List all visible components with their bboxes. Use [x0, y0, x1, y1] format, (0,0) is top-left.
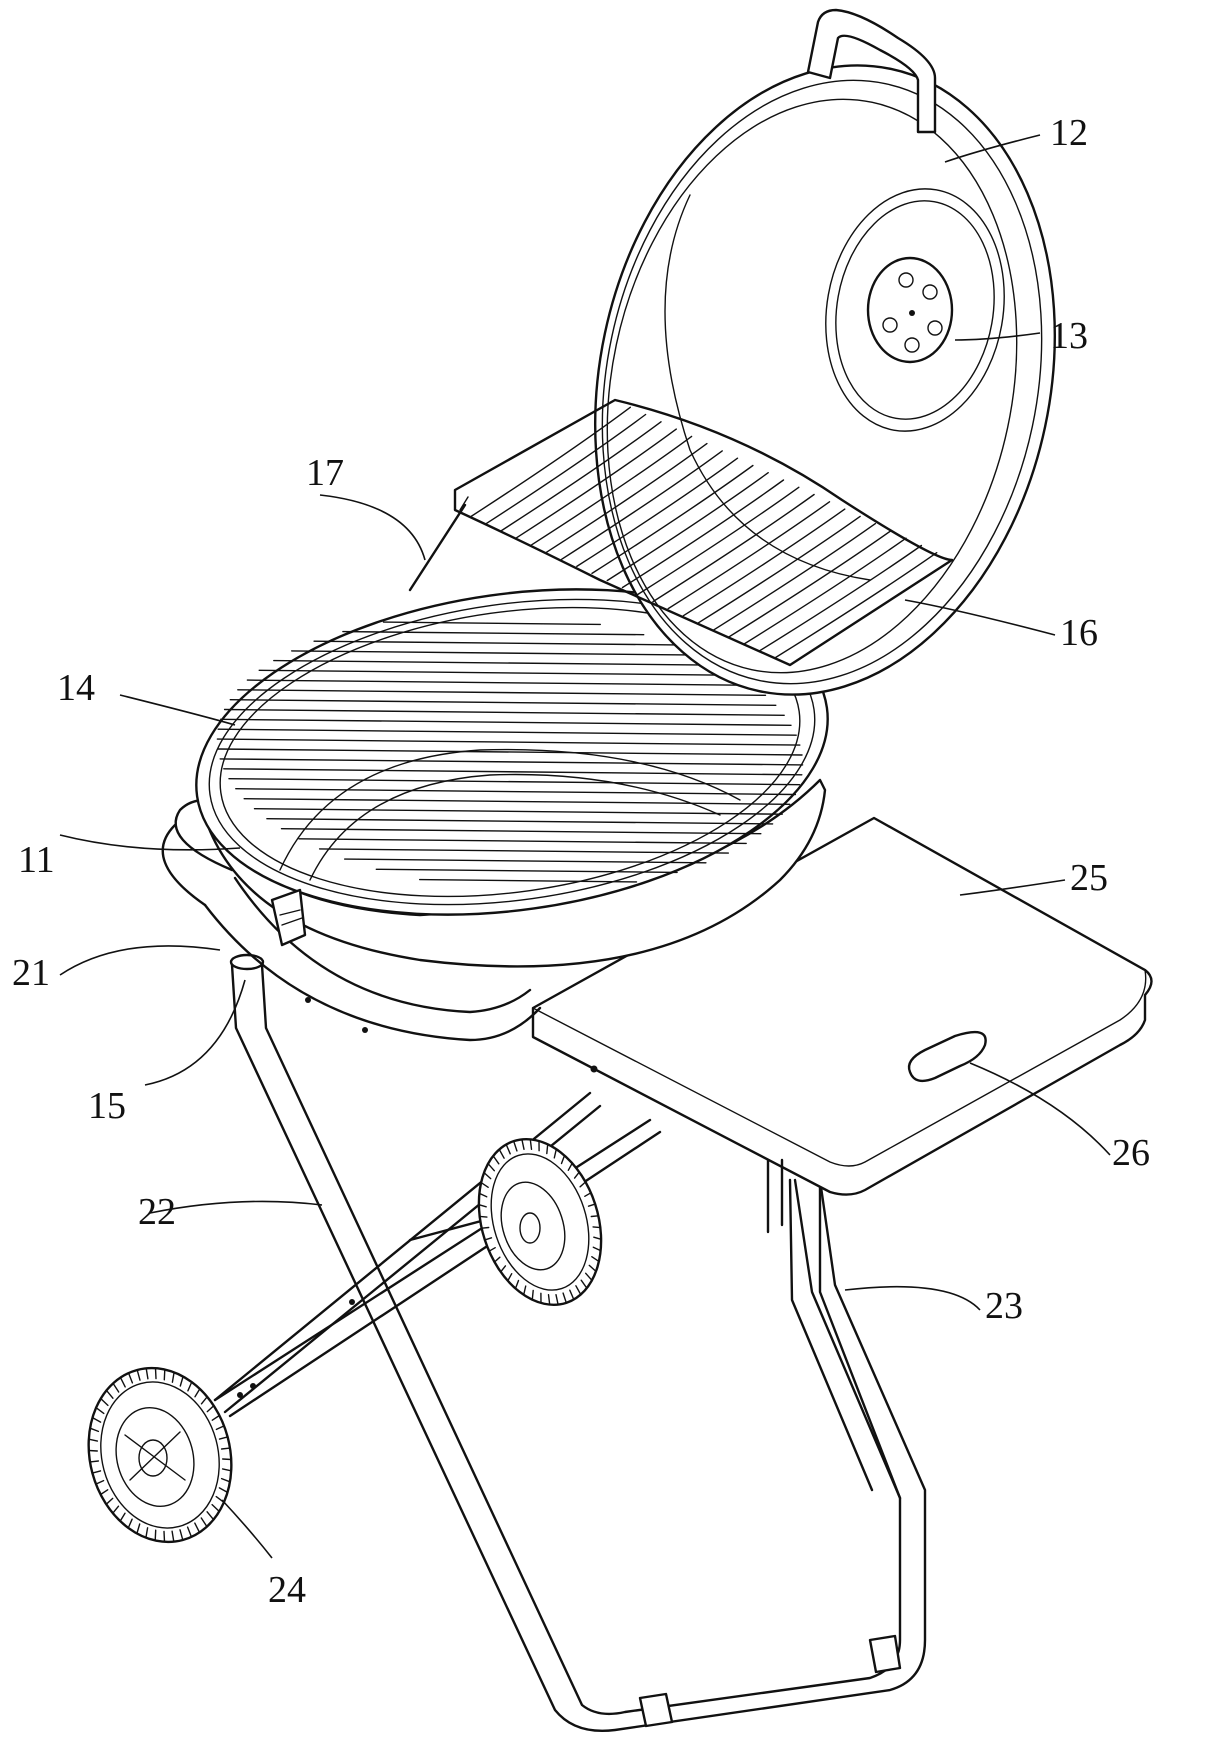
label-11: 11 — [18, 839, 55, 881]
tire-tread — [532, 1290, 533, 1299]
tire-tread — [155, 1530, 156, 1540]
lid-latch — [272, 890, 305, 945]
tire-tread — [480, 1216, 487, 1217]
tire-tread — [222, 1448, 230, 1449]
tire-tread — [90, 1461, 98, 1462]
label-12: 12 — [1050, 112, 1088, 154]
front-wheel — [70, 1352, 251, 1558]
tire-tread — [593, 1227, 600, 1228]
front-leg — [790, 1180, 900, 1498]
tire-tread — [89, 1451, 98, 1452]
tire-tread — [591, 1216, 598, 1217]
label-25: 25 — [1070, 857, 1108, 899]
label-22: 22 — [138, 1191, 176, 1233]
label-17: 17 — [306, 452, 344, 494]
label-21: 21 — [12, 952, 50, 994]
label-15: 15 — [88, 1085, 126, 1127]
tire-tread — [164, 1531, 165, 1541]
label-16: 16 — [1060, 612, 1098, 654]
tire-tread — [482, 1228, 489, 1229]
tire-tread — [547, 1144, 548, 1153]
label-24: 24 — [268, 1569, 306, 1611]
label-26: 26 — [1112, 1132, 1150, 1174]
tire-tread — [223, 1459, 232, 1460]
label-23: 23 — [985, 1285, 1023, 1327]
tire-tread — [156, 1368, 157, 1378]
label-13: 13 — [1050, 315, 1088, 357]
label-14: 14 — [57, 667, 95, 709]
tire-tread — [164, 1370, 165, 1380]
